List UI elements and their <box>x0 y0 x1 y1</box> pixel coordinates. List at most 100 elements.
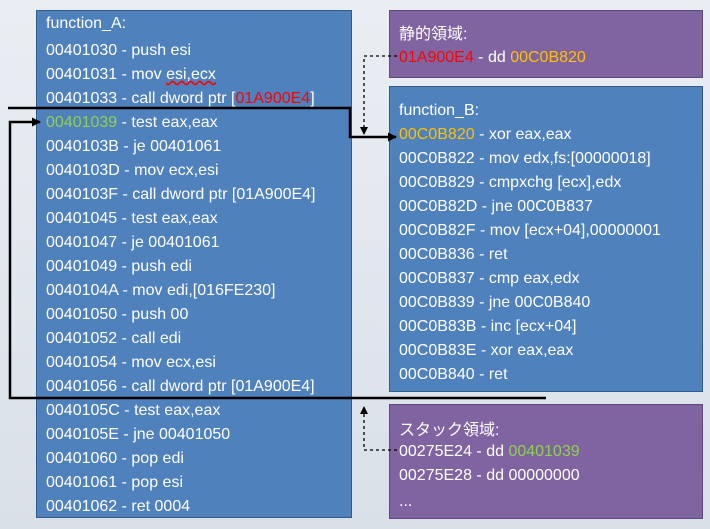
instruction-separator: - <box>474 366 489 383</box>
instruction-text: ret <box>488 246 508 263</box>
stack-separator: - dd <box>471 443 509 460</box>
instruction-separator: - <box>117 330 132 347</box>
instruction-separator: - <box>117 258 132 275</box>
instruction-address: 00C0B836 <box>399 246 475 263</box>
instruction-text: test eax,eax <box>131 114 218 131</box>
instruction-text: call edi <box>131 330 182 347</box>
instruction-text: test eax,eax <box>134 402 221 419</box>
instruction-text: ret 0004 <box>131 498 191 515</box>
instruction-operand: esi,ecx <box>166 66 216 83</box>
static-area-box: 静的領域: 01A900E4 - dd 00C0B820 <box>389 10 703 78</box>
instruction-address: 00401061 <box>46 474 118 491</box>
function-a-line: 0040103D - mov ecx,esi <box>46 159 219 183</box>
function-b-line: 00C0B82F - mov [ecx+04],00000001 <box>399 219 661 243</box>
instruction-text: jne 00C0B837 <box>491 198 593 215</box>
instruction-text: inc [ecx+04] <box>490 318 577 335</box>
instruction-address: 00C0B840 <box>399 366 475 383</box>
instruction-address: 0040105C <box>46 402 120 419</box>
function-a-line: 00401062 - ret 0004 <box>46 495 190 519</box>
instruction-address: 00C0B820 <box>399 126 475 143</box>
instruction-separator: - <box>474 270 489 287</box>
instruction-text: je 00401061 <box>133 138 222 155</box>
function-b-line: 00C0B829 - cmpxchg [ecx],edx <box>399 171 621 195</box>
instruction-text: jne 00401050 <box>133 426 231 443</box>
instruction-separator: - <box>117 474 132 491</box>
stack-pointer-arrow <box>360 406 397 451</box>
function-a-line: 0040105C - test eax,eax <box>46 399 220 423</box>
function-b-line: 00C0B836 - ret <box>399 243 508 267</box>
instruction-text: mov edi,[016FE230] <box>132 282 276 299</box>
instruction-address: 00401045 <box>46 210 118 227</box>
instruction-separator: - <box>117 90 132 107</box>
instruction-text: cmpxchg [ecx],edx <box>488 174 622 191</box>
stack-address: 00275E24 <box>399 443 472 460</box>
instruction-separator: - <box>119 162 135 179</box>
instruction-separator: - <box>476 342 491 359</box>
function-b-line: 00C0B83E - xor eax,eax <box>399 339 573 363</box>
instruction-text: call dword ptr [01A900E4] <box>132 186 316 203</box>
instruction-text: call dword ptr [ <box>131 90 236 107</box>
instruction-separator: - <box>474 126 489 143</box>
instruction-text: xor eax,eax <box>490 342 574 359</box>
return-arrow <box>8 117 546 400</box>
function-a-line: 00401061 - pop esi <box>46 471 183 495</box>
instruction-separator: - <box>476 318 491 335</box>
instruction-separator: - <box>474 150 489 167</box>
stack-value: 00000000 <box>508 467 580 484</box>
function-b-line: 00C0B82D - jne 00C0B837 <box>399 195 593 219</box>
function-b-line: 00C0B83B - inc [ecx+04] <box>399 315 576 339</box>
instruction-address: 00401050 <box>46 306 118 323</box>
instruction-separator: - <box>117 114 132 131</box>
instruction-address: 00401052 <box>46 330 118 347</box>
instruction-separator: - <box>117 306 132 323</box>
instruction-address: 00C0B829 <box>399 174 475 191</box>
instruction-address: 00C0B837 <box>399 270 475 287</box>
function-b-line: 00C0B820 - xor eax,eax <box>399 123 572 147</box>
instruction-address: 00401049 <box>46 258 118 275</box>
function-a-line: 00401060 - pop edi <box>46 447 184 471</box>
instruction-separator: - <box>118 426 134 443</box>
instruction-text: cmp eax,edx <box>488 270 580 287</box>
function-b-line: 00C0B837 - cmp eax,edx <box>399 267 580 291</box>
function-a-line: 00401056 - call dword ptr [01A900E4] <box>46 375 315 399</box>
instruction-address: 0040103F <box>46 186 119 203</box>
instruction-text: xor eax,eax <box>488 126 572 143</box>
instruction-text: push esi <box>131 42 191 59</box>
stack-entry: 00275E24 - dd 00401039 <box>399 440 580 464</box>
static-value: 00C0B820 <box>510 49 586 66</box>
stack-entry: 00275E28 - dd 00000000 <box>399 464 580 488</box>
function-a-line: 00401050 - push 00 <box>46 303 188 327</box>
instruction-text: push 00 <box>131 306 189 323</box>
instruction-separator: - <box>117 210 132 227</box>
function-a-line: 00401031 - mov esi,ecx <box>46 63 216 87</box>
instruction-separator: - <box>474 174 489 191</box>
function-a-line: 0040103F - call dword ptr [01A900E4] <box>46 183 316 207</box>
instruction-text: mov ecx,esi <box>134 162 219 179</box>
instruction-separator: - <box>118 186 133 203</box>
static-address: 01A900E4 <box>399 49 474 66</box>
instruction-text: mov edx,fs:[00000018] <box>488 150 651 167</box>
function-b-title: function_B: <box>399 102 480 119</box>
stack-separator: - dd <box>471 467 509 484</box>
instruction-address: 00401031 <box>46 66 118 83</box>
instruction-separator: - <box>117 234 132 251</box>
instruction-address: 00401054 <box>46 354 118 371</box>
instruction-separator: - <box>474 246 489 263</box>
instruction-address: 00401047 <box>46 234 118 251</box>
function-a-line: 00401054 - mov ecx,esi <box>46 351 216 375</box>
instruction-text: je 00401061 <box>131 234 220 251</box>
instruction-address: 00401060 <box>46 450 118 467</box>
function-a-line: 00401039 - test eax,eax <box>46 111 218 135</box>
function-a-line: 00401033 - call dword ptr [01A900E4] <box>46 87 315 111</box>
function-a-line: 0040104A - mov edi,[016FE230] <box>46 279 276 303</box>
instruction-address: 0040103D <box>46 162 120 179</box>
instruction-address: 00401056 <box>46 378 118 395</box>
instruction-address: 00C0B822 <box>399 150 475 167</box>
instruction-address: 0040103B <box>46 138 119 155</box>
instruction-address: 00401062 <box>46 498 118 515</box>
function-a-line: 00401049 - push edi <box>46 255 192 279</box>
